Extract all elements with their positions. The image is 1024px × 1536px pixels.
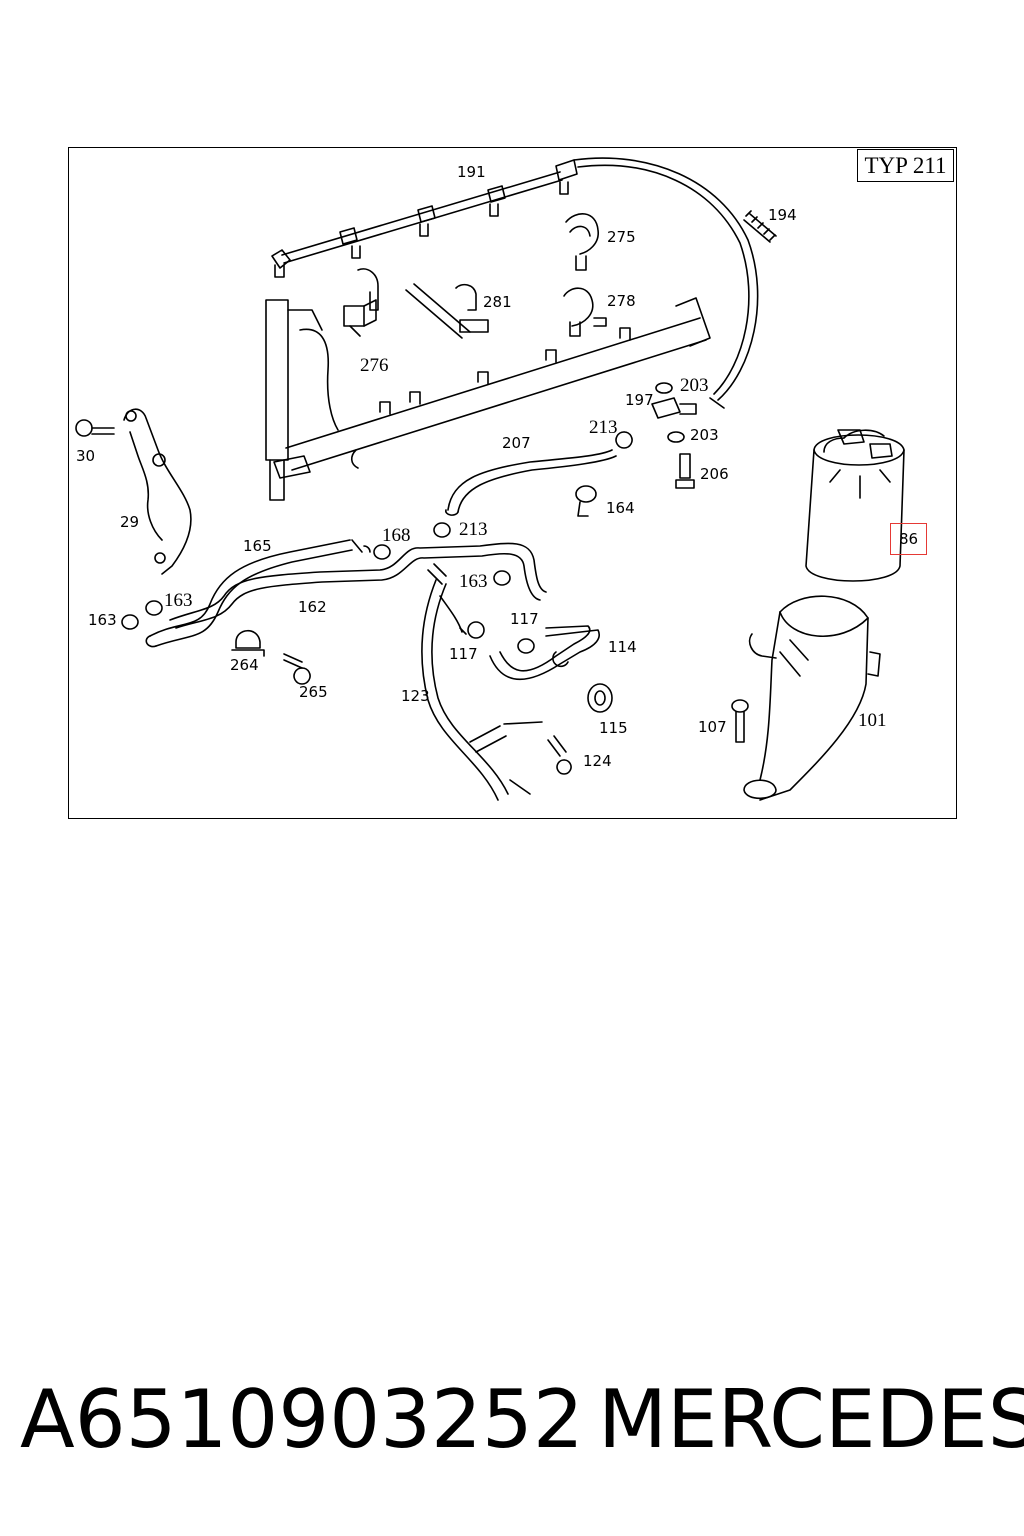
callout-163-left: 163 — [88, 611, 117, 629]
callout-101: 101 — [858, 710, 887, 731]
callout-168: 168 — [382, 525, 411, 546]
grommet-115 — [587, 683, 613, 713]
bolt-107 — [731, 699, 749, 743]
callout-117-right: 117 — [510, 610, 539, 628]
callout-194: 194 — [768, 206, 797, 224]
callout-114: 114 — [608, 638, 637, 656]
callout-29: 29 — [120, 513, 140, 531]
callout-281: 281 — [483, 293, 512, 311]
clamp-163-mid — [493, 570, 511, 586]
callout-278: 278 — [607, 292, 636, 310]
brand-name: MERCEDES — [598, 1373, 1024, 1466]
callout-203-top: 203 — [680, 375, 709, 396]
leak-off-line-191 — [271, 157, 759, 409]
callout-197: 197 — [625, 391, 654, 409]
callout-163-mid: 163 — [459, 571, 488, 592]
callout-275: 275 — [607, 228, 636, 246]
bracket-29 — [123, 408, 192, 575]
clip-117-left — [467, 621, 485, 639]
filter-holder-101 — [743, 595, 881, 801]
fuel-filter-86 — [805, 429, 905, 582]
clamp-163-left — [121, 600, 163, 630]
bolt-124 — [547, 735, 572, 775]
clip-117-right — [517, 638, 535, 654]
callout-191: 191 — [457, 163, 486, 181]
cable-tie-281 — [405, 283, 489, 339]
callout-107: 107 — [698, 718, 727, 736]
footer: A6510903252 MERCEDES — [0, 1370, 1024, 1470]
callout-213-mid: 213 — [459, 519, 488, 540]
bolt-30 — [75, 419, 115, 437]
callout-164: 164 — [606, 499, 635, 517]
callout-207: 207 — [502, 434, 531, 452]
sleeve-194 — [743, 210, 777, 243]
callout-162: 162 — [298, 598, 327, 616]
clip-276 — [343, 268, 379, 337]
clip-275 — [565, 213, 599, 271]
clamp-168 — [373, 544, 391, 560]
callout-203-bottom: 203 — [690, 426, 719, 444]
diagram-frame — [68, 147, 957, 819]
fuel-line-162-165 — [145, 539, 547, 648]
clip-278 — [563, 287, 607, 337]
clip-164 — [575, 485, 597, 517]
fuel-line-123 — [421, 563, 543, 801]
callout-265: 265 — [299, 683, 328, 701]
callout-163-upper: 163 — [164, 590, 193, 611]
hose-114 — [489, 625, 600, 681]
clamp-213 — [433, 522, 451, 538]
callout-124: 124 — [583, 752, 612, 770]
callout-115: 115 — [599, 719, 628, 737]
callout-30: 30 — [76, 447, 96, 465]
part-number: A6510903252 — [20, 1373, 584, 1466]
fuel-rail — [285, 297, 711, 471]
callout-276: 276 — [360, 355, 389, 376]
highlighted-part-86: 86 — [890, 523, 927, 555]
bracket-264 — [231, 629, 265, 657]
callout-264: 264 — [230, 656, 259, 674]
hose-207 — [445, 431, 633, 516]
callout-117-left: 117 — [449, 645, 478, 663]
fitting-197 — [651, 382, 697, 489]
callout-206: 206 — [700, 465, 729, 483]
type-label: TYP 211 — [857, 149, 954, 182]
bolt-265 — [283, 653, 311, 685]
callout-123: 123 — [401, 687, 430, 705]
callout-165: 165 — [243, 537, 272, 555]
injector — [265, 299, 339, 501]
callout-213-top: 213 — [589, 417, 618, 438]
